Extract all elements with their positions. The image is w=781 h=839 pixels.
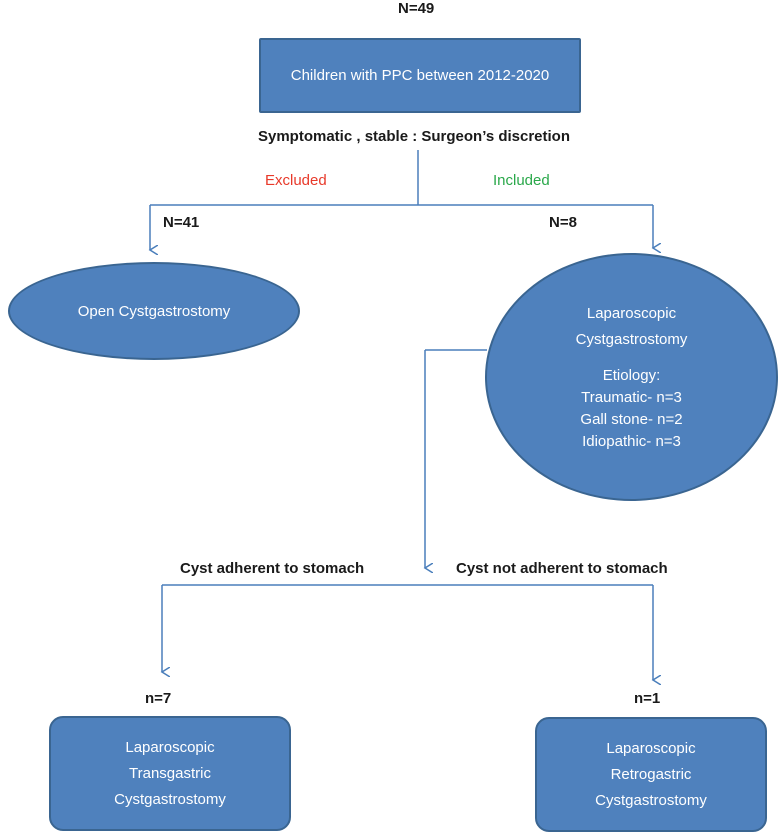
retrogastric-line-2: Retrogastric [610,765,692,783]
retrogastric-node: Laparoscopic Retrogastric Cystgastrostom… [535,717,767,832]
transgastric-line-2: Transgastric [129,764,211,782]
lap-title-line-1: Laparoscopic [586,305,677,322]
etiology-item: Gall stone- n=2 [580,411,683,428]
retrogastric-line-3: Cystgastrostomy [595,791,707,809]
open-node-text: Open Cystgastrostomy [77,302,231,320]
etiology-item: Traumatic- n=3 [581,389,682,406]
retrogastric-line-1: Laparoscopic [606,739,696,757]
right-count-label: N=8 [549,214,577,231]
transgastric-line-1: Laparoscopic [125,738,215,756]
not-adherent-label: Cyst not adherent to stomach [456,560,668,577]
laparoscopic-cystgastrostomy-node: Laparoscopic Cystgastrostomy Etiology: T… [485,253,778,501]
included-branch-label: Included [493,172,550,189]
criteria-label: Symptomatic , stable : Surgeon’s discret… [258,128,571,145]
transgastric-line-3: Cystgastrostomy [114,790,226,808]
adherent-label: Cyst adherent to stomach [180,560,365,577]
root-node: Children with PPC between 2012-2020 [259,38,581,113]
etiology-heading: Etiology: [602,367,661,384]
transgastric-node: Laparoscopic Transgastric Cystgastrostom… [49,716,291,831]
root-node-text: Children with PPC between 2012-2020 [290,67,550,84]
lap-title-line-2: Cystgastrostomy [575,331,688,348]
open-cystgastrostomy-node: Open Cystgastrostomy [8,262,300,360]
n7-count-label: n=7 [145,690,172,707]
etiology-item: Idiopathic- n=3 [582,433,681,450]
n1-count-label: n=1 [634,690,661,707]
total-count-label: N=49 [398,0,435,17]
left-count-label: N=41 [163,214,200,231]
excluded-branch-label: Excluded [265,172,327,189]
